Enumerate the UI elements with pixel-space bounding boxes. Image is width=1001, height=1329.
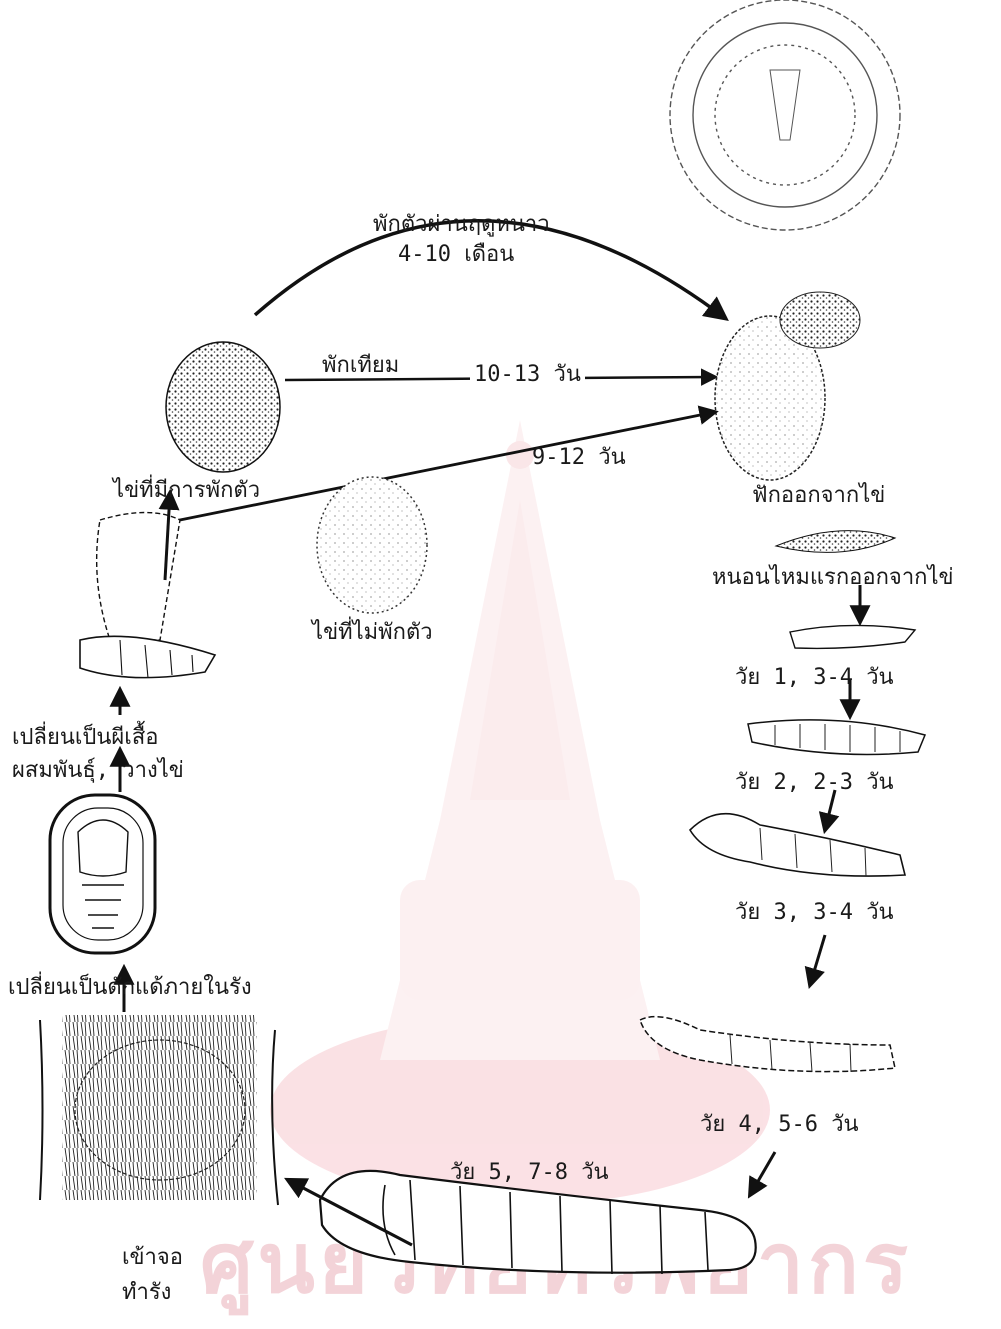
- hatch-label: ฟักออกจากไข่: [752, 483, 885, 509]
- arrow-to-instar4: [810, 935, 825, 985]
- first-larva-label: หนอนไหมแรกออกจากไข่: [712, 565, 954, 591]
- instar2-label: วัย 2, 2-3 วัน: [735, 770, 894, 796]
- dormancy-label: พักตัวผ่านฤดูหนาว: [373, 212, 550, 238]
- artificial-hatch-duration: 10-13 วัน: [470, 362, 585, 388]
- artificial-hatch-label: พักเทียม: [322, 353, 399, 379]
- pupa-label: เปลี่ยนเป็นดักแด้ภายในรัง: [8, 975, 252, 1001]
- instar1-larva-drawing: [790, 625, 915, 648]
- instar4-larva-drawing: [640, 1017, 895, 1072]
- first-larva-drawing: [776, 531, 895, 553]
- instar4-label: วัย 4, 5-6 วัน: [700, 1112, 859, 1138]
- arrow-to-instar5: [750, 1152, 775, 1195]
- pupa-in-cocoon-drawing: [50, 795, 155, 953]
- stamp-seal: [670, 0, 900, 230]
- instar1-label: วัย 1, 3-4 วัน: [735, 665, 894, 691]
- non-dormant-egg-label: ไข่ที่ไม่พักตัว: [312, 620, 433, 646]
- spinning-label-line1: เข้าจอ: [122, 1245, 183, 1271]
- instar3-larva-drawing: [690, 814, 905, 876]
- moth-drawing: [80, 513, 215, 679]
- instar3-label: วัย 3, 3-4 วัน: [735, 900, 894, 926]
- dormant-egg-drawing: [166, 342, 280, 472]
- moth-label-line1: เปลี่ยนเป็นผีเสื้อ: [12, 725, 158, 751]
- spinning-label-line2: ทำรัง: [122, 1280, 171, 1306]
- moth-label-line2: ผสมพันธุ์, วางไข่: [12, 758, 184, 784]
- dormancy-duration: 4-10 เดือน: [398, 242, 514, 268]
- instar5-label: วัย 5, 7-8 วัน: [450, 1160, 609, 1186]
- non-dormant-duration: 9-12 วัน: [532, 445, 626, 471]
- spinning-cocoon-drawing: [40, 1015, 278, 1205]
- hatching-egg-drawing: [715, 292, 860, 480]
- non-dormant-egg-drawing: [317, 477, 427, 613]
- dormant-egg-label: ไข่ที่มีการพักตัว: [113, 478, 260, 504]
